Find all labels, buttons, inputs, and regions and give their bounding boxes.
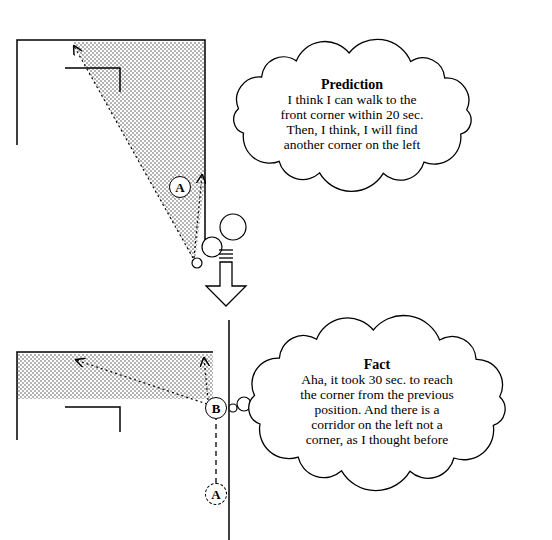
thought-bubble bbox=[229, 404, 237, 412]
position-letter: A bbox=[175, 181, 184, 194]
inner-wall bbox=[65, 68, 120, 92]
view-region bbox=[72, 42, 205, 262]
cloud-heading: Prediction bbox=[277, 77, 427, 92]
transition-arrow bbox=[206, 250, 246, 306]
position-letter: A bbox=[211, 488, 220, 501]
cloud-heading: Fact bbox=[296, 357, 458, 372]
sight-arrow bbox=[76, 360, 207, 404]
position-marker: A bbox=[169, 176, 191, 198]
sight-arrow bbox=[204, 358, 208, 400]
sight-arrow bbox=[74, 46, 193, 258]
cloud-text: PredictionI think I can walk to the fron… bbox=[277, 77, 427, 152]
fact-cloud: FactAha, it took 30 sec. to reach the co… bbox=[250, 326, 504, 478]
view-region bbox=[17, 354, 213, 399]
wall bbox=[228, 320, 230, 540]
wall bbox=[17, 40, 205, 245]
previous-position-marker: A bbox=[205, 483, 227, 505]
sight-arrow bbox=[194, 175, 202, 258]
position-letter: B bbox=[212, 402, 221, 415]
cloud-shape bbox=[233, 39, 470, 191]
cloud-body-text: I think I can walk to the front corner w… bbox=[277, 92, 427, 152]
wall bbox=[17, 352, 213, 440]
position-marker: B bbox=[205, 397, 227, 419]
cloud-shape bbox=[249, 316, 505, 491]
prediction-cloud: PredictionI think I can walk to the fron… bbox=[234, 49, 471, 180]
inner-wall bbox=[65, 407, 120, 432]
cloud-text: FactAha, it took 30 sec. to reach the co… bbox=[296, 357, 458, 447]
thought-bubble bbox=[220, 214, 246, 240]
cloud-body-text: Aha, it took 30 sec. to reach the corner… bbox=[296, 372, 458, 447]
walked-path bbox=[215, 419, 216, 483]
thought-bubble bbox=[192, 258, 202, 268]
